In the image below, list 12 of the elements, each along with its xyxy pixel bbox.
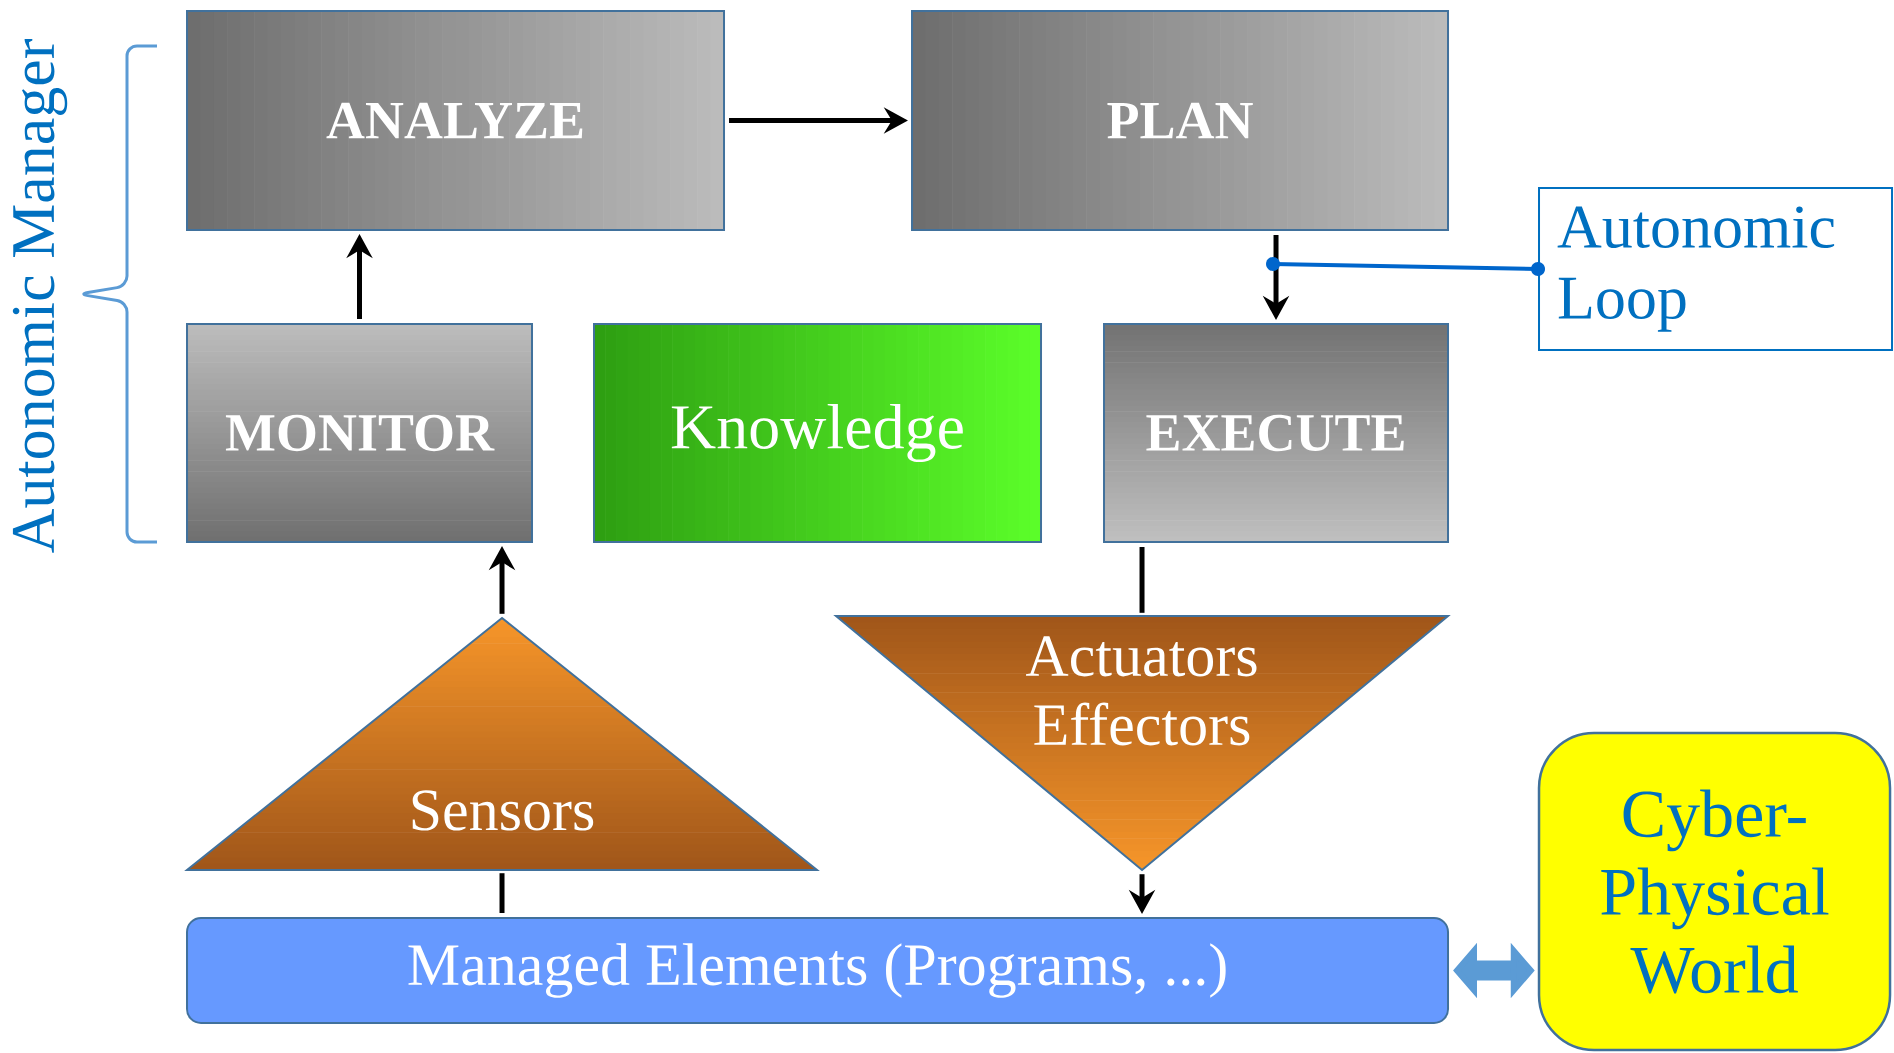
process-box: ANALYZE xyxy=(186,10,725,231)
connector-line xyxy=(1139,547,1145,613)
process-box: PLAN xyxy=(911,10,1449,231)
callout-box: Autonomic Loop xyxy=(1538,187,1893,351)
managed-elements-bar: Managed Elements (Programs, ...) xyxy=(186,917,1449,1024)
process-box: MONITOR xyxy=(186,323,533,543)
knowledge-box: Knowledge xyxy=(593,323,1042,543)
leader-line xyxy=(1266,257,1545,276)
connector-line xyxy=(499,873,505,913)
process-box: EXECUTE xyxy=(1103,323,1449,543)
world-box: Cyber-Physical World xyxy=(1537,731,1892,1052)
vertical-label: Autonomic Manager xyxy=(12,39,68,553)
